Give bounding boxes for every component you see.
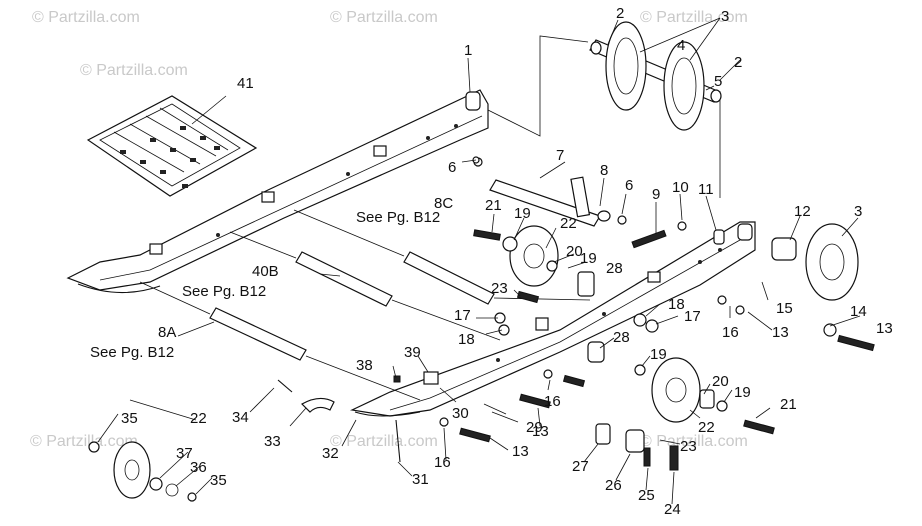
callout: 9 [652,186,660,203]
callout: 40B [252,263,279,280]
callout: 19 [580,250,597,267]
callout: 13 [512,443,529,460]
callout: 22 [698,419,715,436]
callout: 6 [625,177,633,194]
callout: 27 [572,458,589,475]
callout: 7 [556,147,564,164]
callout: 30 [452,405,469,422]
callout: 8 [600,162,608,179]
callout: 41 [237,75,254,92]
callout: 13 [772,324,789,341]
callout: 2 [616,5,624,22]
callout: 21 [485,197,502,214]
callout: 1 [464,42,472,59]
callout: 14 [850,303,867,320]
callout: 19 [734,384,751,401]
callout: 21 [780,396,797,413]
callout: 16 [434,454,451,471]
skid-plate [86,95,258,197]
callout: 31 [412,471,429,488]
rear-axle-assembly [473,21,722,227]
callout: 8A [158,324,176,341]
upper-rail [66,89,489,294]
callout: 17 [454,307,471,324]
callout: 15 [776,300,793,317]
page-reference: See Pg. B12 [90,344,174,361]
callout: 3 [854,203,862,220]
callout: 29 [526,419,543,436]
watermark: © Partzilla.com [640,9,748,26]
watermark: © Partzilla.com [640,433,748,450]
callout: 23 [491,280,508,297]
callout: 16 [722,324,739,341]
watermarks: © Partzilla.com © Partzilla.com © Partzi… [30,9,748,450]
page-reference: See Pg. B12 [356,209,440,226]
callout: 2 [734,54,742,71]
callout: 8C [434,195,453,212]
callout-labels: 41 1 2 3 4 2 5 7 6 8 6 9 10 11 12 3 8C 2… [121,5,893,518]
callout: 28 [606,260,623,277]
callout: 35 [121,410,138,427]
callout: 28 [613,329,630,346]
callout: 18 [668,296,685,313]
callout: 20 [712,373,729,390]
callout: 13 [876,320,893,337]
callout: 37 [176,445,193,462]
callout: 11 [698,181,714,198]
callout: 10 [672,179,689,196]
callout: 23 [680,438,697,455]
callout: 33 [264,433,281,450]
cross-shafts [139,209,591,401]
page-reference: See Pg. B12 [182,283,266,300]
callout: 5 [714,73,722,90]
callout: 32 [322,445,339,462]
watermark: © Partzilla.com [32,9,140,26]
watermark: © Partzilla.com [330,433,438,450]
callout: 3 [721,8,729,25]
callout: 4 [677,37,685,54]
callout: 22 [560,215,577,232]
idler-wheels [88,223,859,502]
callout: 17 [684,308,701,325]
callout: 16 [544,393,561,410]
callout: 39 [404,344,421,361]
watermark: © Partzilla.com [330,9,438,26]
watermark: © Partzilla.com [30,433,138,450]
callout: 38 [356,357,373,374]
callout: 12 [794,203,811,220]
callout: 25 [638,487,655,504]
callout: 20 [566,243,583,260]
callout: 35 [210,472,227,489]
callout: 34 [232,409,249,426]
callout: 6 [448,159,456,176]
callout: 36 [190,459,207,476]
callout: 19 [514,205,531,222]
callout: 26 [605,477,622,494]
callout: 19 [650,346,667,363]
page-references: See Pg. B12 See Pg. B12 See Pg. B12 [90,209,440,361]
callout: 18 [458,331,475,348]
callout: 22 [190,410,207,427]
bolts-and-fittings [277,156,875,471]
watermark: © Partzilla.com [80,62,188,79]
leader-lines [97,17,861,505]
callout: 13 [532,423,549,440]
callout: 24 [664,501,681,518]
